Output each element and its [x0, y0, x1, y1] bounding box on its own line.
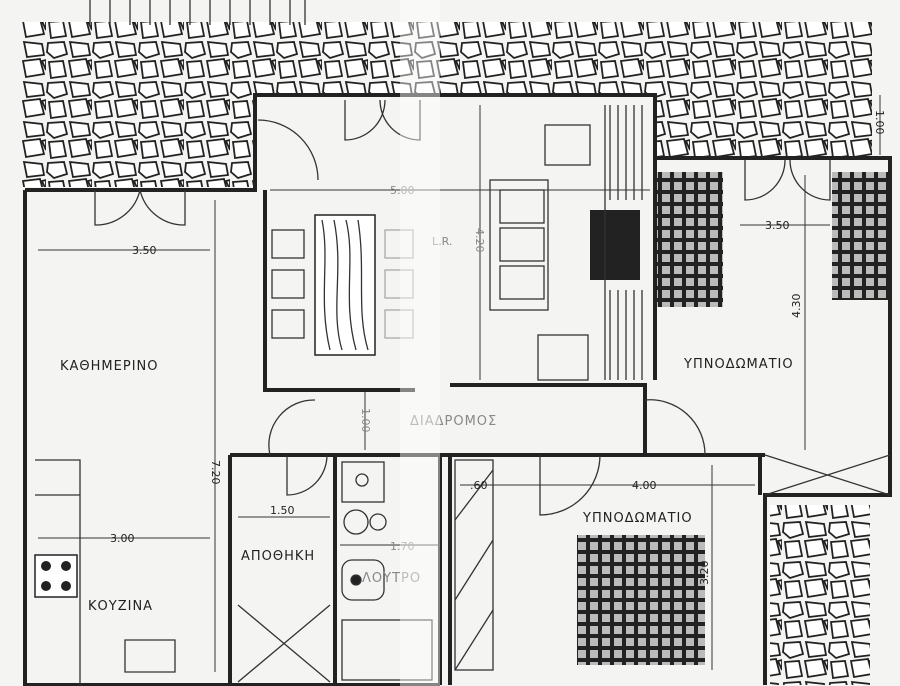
stove — [34, 554, 78, 598]
stair-slats — [604, 105, 643, 380]
room-label-bedroom-2: ΥΠΝΟΔΩΜΑΤΙΟ — [582, 511, 693, 526]
dim-storage-width: 1.50 — [270, 504, 295, 517]
room-label-lr: L.R. — [432, 235, 452, 248]
exterior-walls — [23, 93, 892, 686]
room-label-bath: ΛΟΥΤΡΟ — [362, 571, 421, 586]
dim-dining-width: 5.00 — [390, 184, 415, 197]
top-railing — [89, 0, 306, 25]
stone-terrace-right — [770, 505, 870, 685]
wardrobe — [454, 459, 494, 671]
kitchen-counter — [35, 459, 176, 685]
dimension-lines — [38, 95, 881, 672]
dim-corridor-width: 1.00 — [359, 408, 372, 433]
interior-walls — [228, 160, 765, 685]
bath-fixtures — [341, 461, 433, 681]
room-label-kitchen: ΚΟΥΖΙΝΑ — [88, 599, 153, 614]
dim-lr-depth: 4.20 — [473, 228, 486, 253]
room-label-storage: ΑΠΟΘΗΚΗ — [241, 549, 315, 564]
dim-terrace-depth: 1.00 — [873, 110, 886, 135]
dim-wardrobe-depth: .60 — [470, 479, 488, 492]
dim-bedroom1-depth: 4.30 — [790, 294, 803, 319]
dim-living-length: 7.20 — [209, 460, 222, 485]
door-swing — [94, 99, 831, 516]
armchair — [544, 124, 591, 166]
room-label-corridor: ΔΙΑΔΡΟΜΟΣ — [410, 414, 497, 429]
dim-kitchen-width: 3.00 — [110, 532, 135, 545]
page-fold — [400, 0, 440, 686]
dim-bedroom2-depth: 3.20 — [698, 561, 711, 586]
room-label-living: ΚΑΘΗΜΕΡΙΝΟ — [60, 359, 159, 374]
bed — [832, 172, 890, 300]
dining-chairs — [271, 229, 414, 339]
sofa — [489, 179, 549, 311]
dim-bedroom1-width: 3.50 — [765, 219, 790, 232]
room-label-bedroom-1: ΥΠΝΟΔΩΜΑΤΙΟ — [683, 357, 794, 372]
fireplace — [590, 210, 640, 280]
armchair — [537, 334, 589, 381]
dim-living-width: 3.50 — [132, 244, 157, 257]
bed — [657, 172, 723, 307]
bed — [577, 535, 705, 665]
dim-bath-width: 1.70 — [390, 540, 415, 553]
dim-bedroom2-width: 4.00 — [632, 479, 657, 492]
